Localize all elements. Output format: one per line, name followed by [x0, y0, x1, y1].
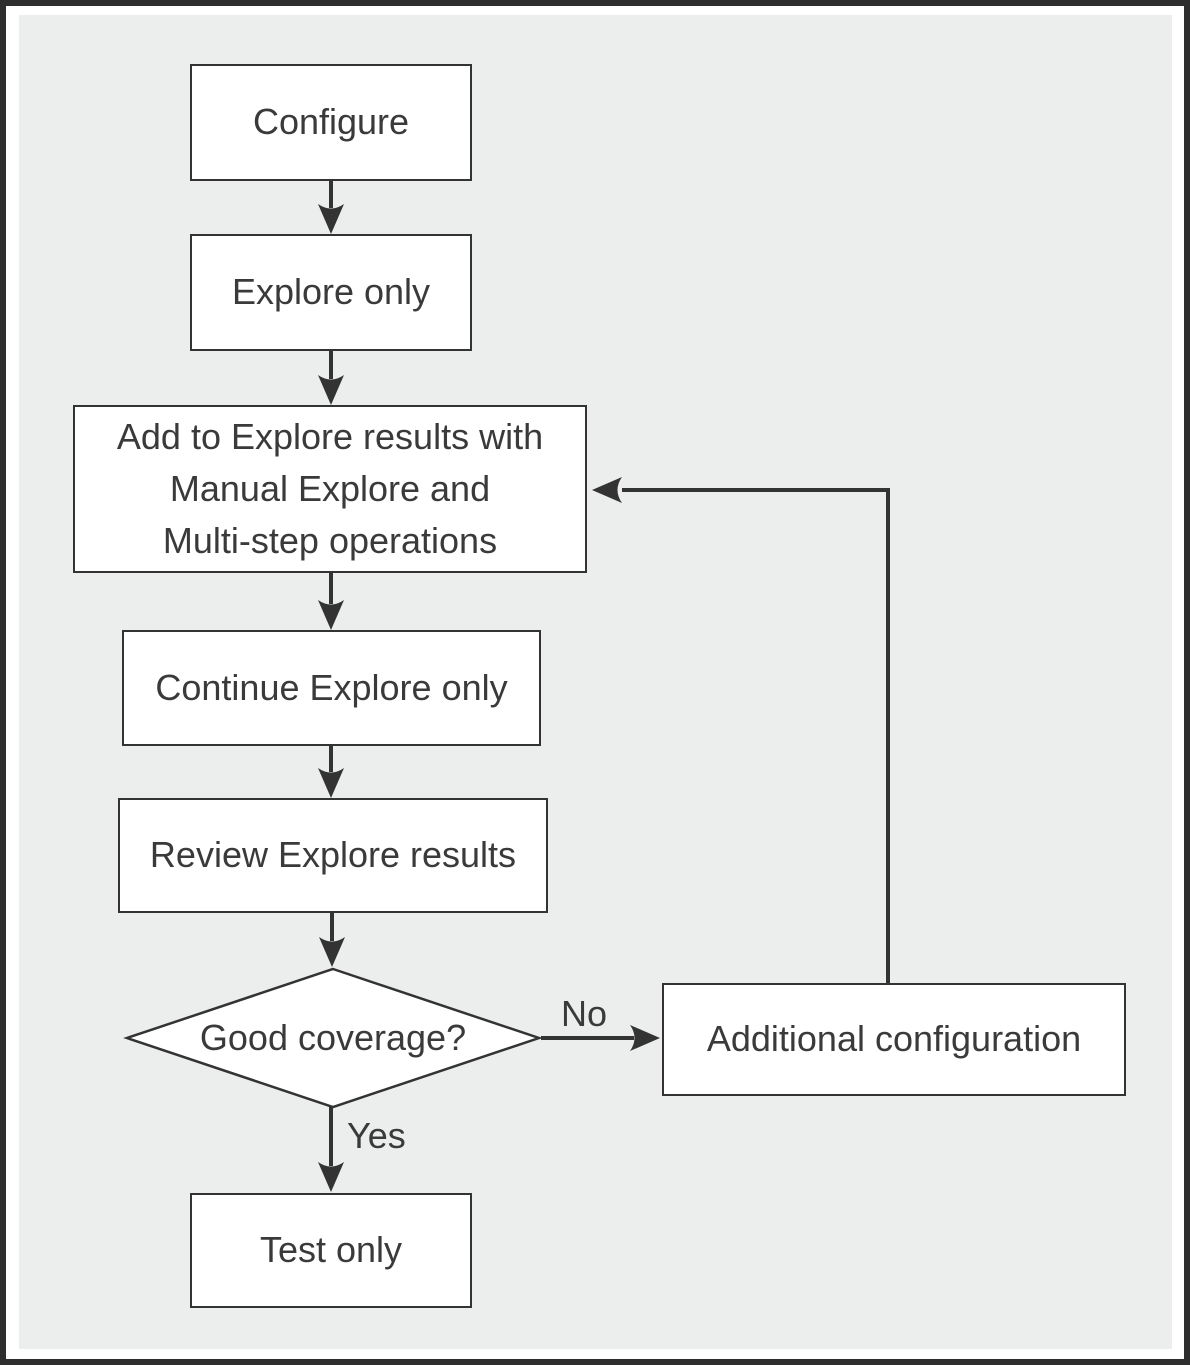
- edge-label-yes: Yes: [347, 1115, 406, 1156]
- node-continue-explore-only: Continue Explore only: [122, 630, 541, 746]
- node-add-to-explore-results: Add to Explore results with Manual Explo…: [73, 405, 587, 573]
- edge-label-no: No: [561, 993, 608, 1034]
- node-review-explore-results: Review Explore results: [118, 798, 548, 913]
- node-test-only: Test only: [190, 1193, 472, 1308]
- node-additional-configuration: Additional configuration: [662, 983, 1126, 1096]
- node-configure: Configure: [190, 64, 472, 181]
- decision-label-good-coverage: Good coverage?: [199, 1017, 467, 1058]
- node-explore-only: Explore only: [190, 234, 472, 351]
